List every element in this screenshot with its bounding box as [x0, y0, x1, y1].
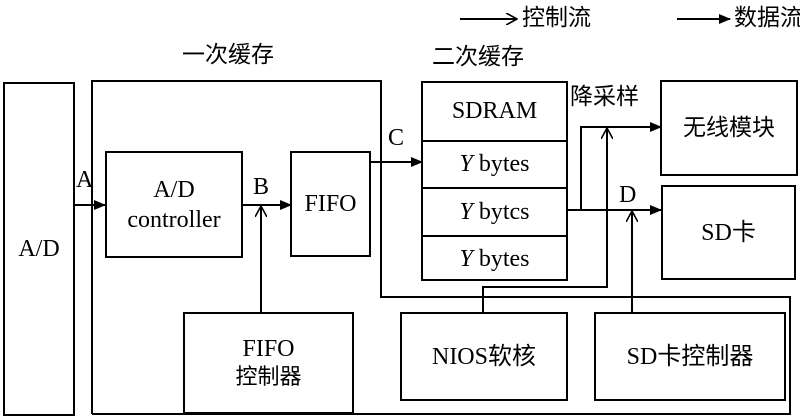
legend-data-flow-label: 数据流	[734, 5, 800, 31]
sdram-title-text: SDRAM	[451, 98, 538, 124]
downsample-label: 降采样	[570, 84, 639, 110]
ad-controller-label-1: A/D	[153, 176, 195, 203]
point-d-label: D	[619, 182, 637, 208]
sd-controller-label: SD卡控制器	[626, 343, 754, 370]
ad-controller-block: A/D controller	[105, 151, 243, 258]
fifo-controller-label-1: FIFO	[242, 336, 295, 363]
legend-control-flow-label: 控制流	[522, 5, 591, 31]
sd-card-label: SD卡	[701, 219, 756, 246]
sdram-row-text: bytes	[472, 151, 530, 177]
sdram-row-text: bytes	[472, 245, 530, 272]
point-c-label: C	[388, 125, 405, 151]
wireless-module-block: 无线模块	[660, 80, 798, 176]
primary-cache-title: 一次缓存	[182, 42, 274, 68]
fifo-controller-block: FIFO 控制器	[183, 312, 354, 414]
fifo-controller-label-2: 控制器	[235, 365, 302, 391]
sdram-block: SDRAM Y bytes Y bytcs Y bytes	[421, 81, 568, 281]
ad-controller-label-2: controller	[127, 206, 221, 233]
sdram-row: Y bytcs	[423, 187, 566, 235]
sdram-row: Y bytes	[423, 140, 566, 187]
wireless-module-label: 无线模块	[683, 114, 775, 141]
sd-card-block: SD卡	[661, 185, 796, 280]
sdram-title: SDRAM	[423, 83, 566, 140]
nios-core-label: NIOS软核	[431, 343, 536, 370]
fifo-label: FIFO	[304, 191, 357, 217]
ad-converter-label: A/D	[18, 236, 60, 262]
primary-cache-frame	[91, 80, 791, 415]
data-to-wireless	[580, 122, 662, 210]
sdram-row-var: Y	[459, 198, 473, 225]
sdram-row-var: Y	[459, 151, 473, 177]
sdram-row: Y bytes	[423, 235, 566, 281]
sdram-row-var: Y	[459, 245, 473, 272]
fifo-block: FIFO	[290, 151, 371, 257]
point-b-label: B	[253, 174, 270, 200]
sdram-row-text: bytcs	[472, 198, 530, 225]
point-a-label: A	[76, 167, 94, 193]
ad-converter-block: A/D	[3, 82, 75, 416]
sd-controller-block: SD卡控制器	[594, 312, 786, 401]
secondary-cache-title: 二次缓存	[432, 44, 524, 70]
control-nios	[482, 128, 607, 313]
nios-core-block: NIOS软核	[400, 312, 568, 401]
